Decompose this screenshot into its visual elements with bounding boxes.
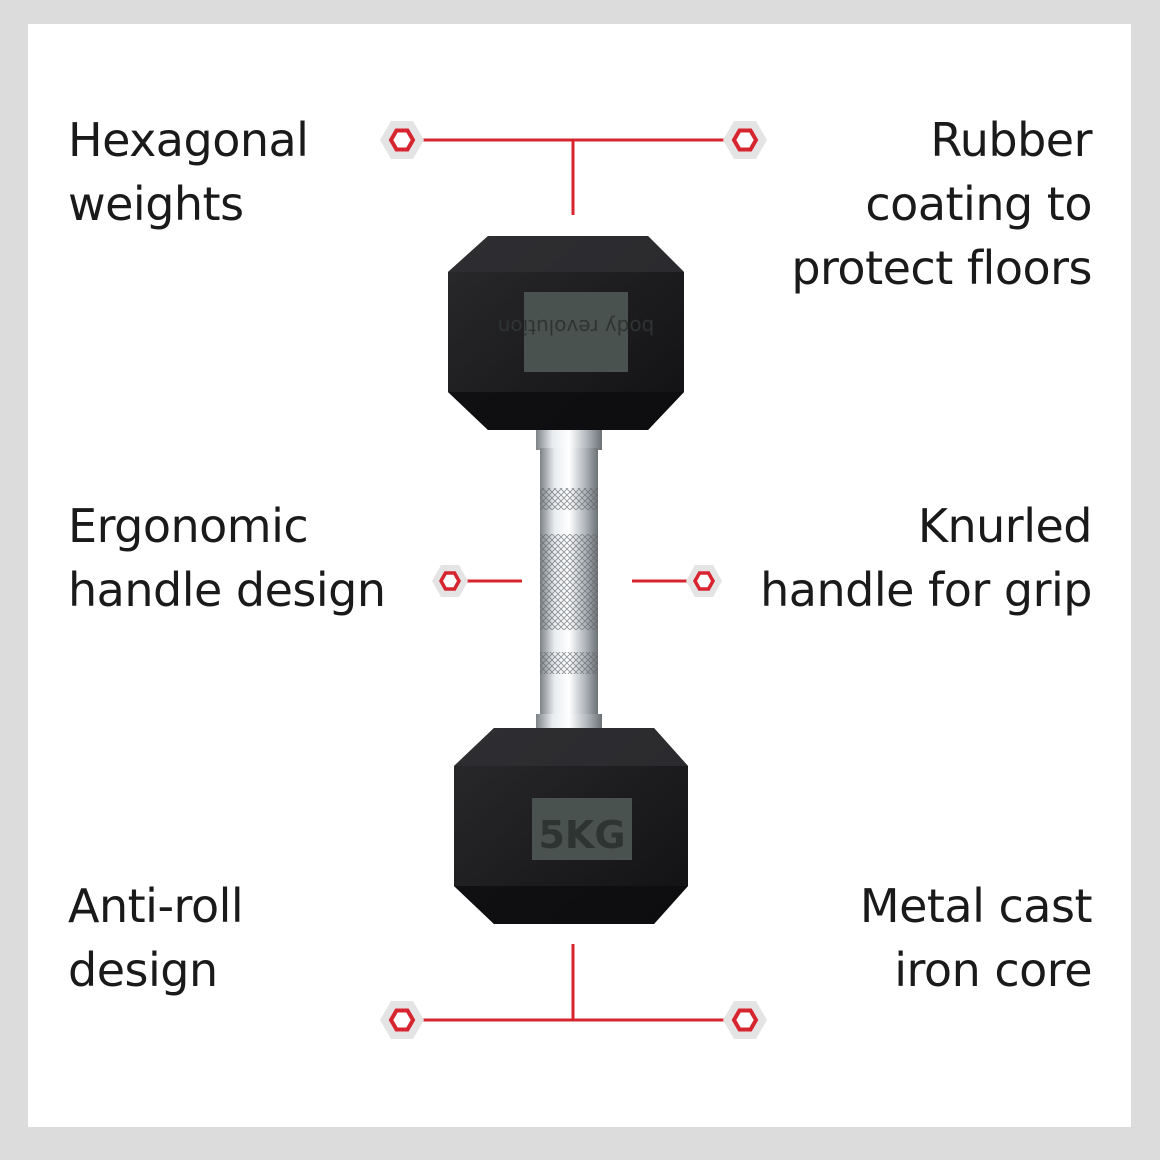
feature-line: Hexagonal: [68, 113, 309, 167]
feature-line: Anti-roll: [68, 879, 244, 933]
feature-line: iron core: [894, 943, 1092, 997]
feature-line: design: [68, 943, 218, 997]
weight-plate-text: 5KG: [538, 813, 625, 857]
feature-iron-core: Metal cast iron core: [859, 874, 1093, 1002]
hex-nut-icon: [380, 1001, 424, 1039]
brand-plate-text: body revolution: [498, 315, 655, 339]
feature-line: weights: [68, 177, 244, 231]
feature-line: Ergonomic: [68, 499, 309, 553]
dumbbell-head-top: body revolution: [448, 236, 684, 430]
weight-plate: [532, 798, 632, 860]
knurl-band: [540, 652, 598, 674]
dumbbell-head-bottom: 5KG: [454, 728, 688, 924]
feature-hexagonal-weights: Hexagonal weights: [68, 108, 309, 236]
hex-nut-icon: [432, 565, 468, 597]
hex-nut-icon: [686, 565, 722, 597]
feature-knurled-handle: Knurled handle for grip: [760, 494, 1092, 622]
hex-nut-icon: [380, 121, 424, 159]
feature-line: handle for grip: [760, 563, 1092, 617]
feature-line: handle design: [68, 563, 386, 617]
feature-ergonomic-handle: Ergonomic handle design: [68, 494, 386, 622]
feature-line: Metal cast: [859, 879, 1093, 933]
feature-line: Knurled: [917, 499, 1093, 553]
hex-nut-icon: [723, 121, 767, 159]
hex-markers: [380, 121, 767, 1039]
feature-anti-roll: Anti-roll design: [68, 874, 244, 1002]
feature-line: coating to: [865, 177, 1092, 231]
knurl-band: [540, 534, 598, 630]
brand-plate: [524, 292, 628, 372]
feature-rubber-coating: Rubber coating to protect floors: [791, 108, 1092, 300]
hex-nut-icon: [723, 1001, 767, 1039]
feature-line: Rubber: [930, 113, 1092, 167]
knurl-band: [540, 488, 598, 510]
dumbbell-handle: [536, 424, 602, 740]
feature-line: protect floors: [791, 241, 1092, 295]
